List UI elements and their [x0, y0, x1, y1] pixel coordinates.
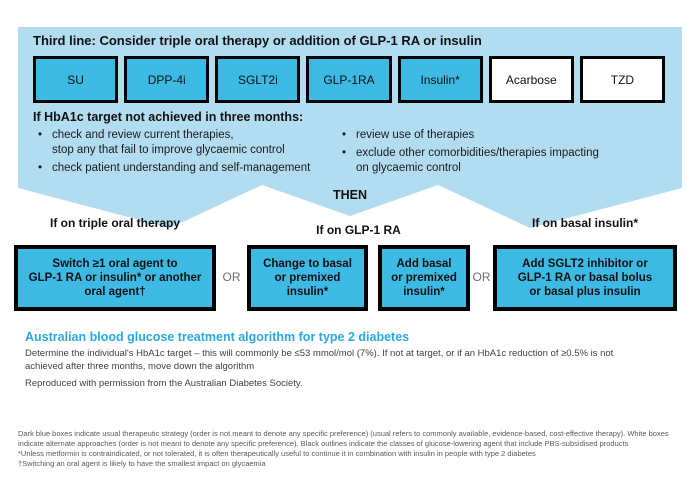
chevron-arrow-shape [18, 185, 682, 228]
figure-title: Australian blood glucose treatment algor… [25, 330, 410, 344]
option-box-change-to-basal: Change to basal or premixed insulin* [247, 245, 368, 311]
list-item: • exclude other comorbidities/therapies … [342, 146, 652, 176]
list-item: • review use of therapies [342, 128, 652, 143]
or-separator: OR [472, 270, 491, 284]
hba1c-subheading: If HbA1c target not achieved in three mo… [33, 110, 304, 124]
branch-heading-glp1ra: If on GLP-1 RA [316, 223, 401, 237]
bullet-text: check and review current therapies, stop… [52, 129, 285, 156]
bullet-text: check patient understanding and self-man… [52, 162, 311, 174]
bullet-text: review use of therapies [356, 129, 475, 141]
footnote-dagger: †Switching an oral agent is likely to ha… [18, 459, 266, 468]
agent-box-sglt2i: SGLT2i [215, 56, 301, 103]
footnotes-block: Dark blue boxes indicate usual therapeut… [18, 429, 690, 469]
third-line-panel [18, 27, 682, 185]
option-box-add-basal: Add basal or premixed insulin* [378, 245, 470, 311]
figure-attribution: Reproduced with permission from the Aust… [25, 378, 303, 389]
bullet-icon: • [342, 147, 347, 159]
agent-box-dpp4i: DPP-4i [124, 56, 210, 103]
agent-box-glp1ra: GLP-1RA [306, 56, 392, 103]
bullet-icon: • [38, 129, 43, 141]
figure-description: Determine the individual's HbA1c target … [25, 348, 614, 372]
agent-box-insulin: Insulin* [397, 56, 483, 103]
list-item: • check and review current therapies, st… [38, 128, 333, 158]
footnote-asterisk: *Unless metformin is contraindicated, or… [18, 449, 536, 458]
branch-heading-triple-oral: If on triple oral therapy [49, 216, 181, 230]
list-item: • check patient understanding and self-m… [38, 161, 333, 176]
agent-class-row: SU DPP-4i SGLT2i GLP-1RA Insulin* Acarbo… [33, 56, 665, 103]
bullet-text: exclude other comorbidities/therapies im… [356, 147, 599, 174]
bullet-list-left: • check and review current therapies, st… [38, 128, 333, 179]
then-label: THEN [332, 188, 368, 202]
agent-box-su: SU [33, 56, 119, 103]
agent-box-tzd: TZD [579, 56, 665, 103]
bullet-list-right: • review use of therapies • exclude othe… [342, 128, 652, 179]
bullet-icon: • [38, 162, 43, 174]
agent-box-acarbose: Acarbose [488, 56, 574, 103]
or-separator: OR [222, 270, 241, 284]
option-box-switch-oral-agent: Switch ≥1 oral agent to GLP-1 RA or insu… [14, 245, 216, 311]
bullet-icon: • [342, 129, 347, 141]
option-box-add-sglt2: Add SGLT2 inhibitor or GLP-1 RA or basal… [493, 245, 677, 311]
panel-title: Third line: Consider triple oral therapy… [33, 33, 482, 48]
footnote-legend: Dark blue boxes indicate usual therapeut… [18, 429, 669, 448]
branch-heading-basal: If on basal insulin* [531, 216, 638, 230]
